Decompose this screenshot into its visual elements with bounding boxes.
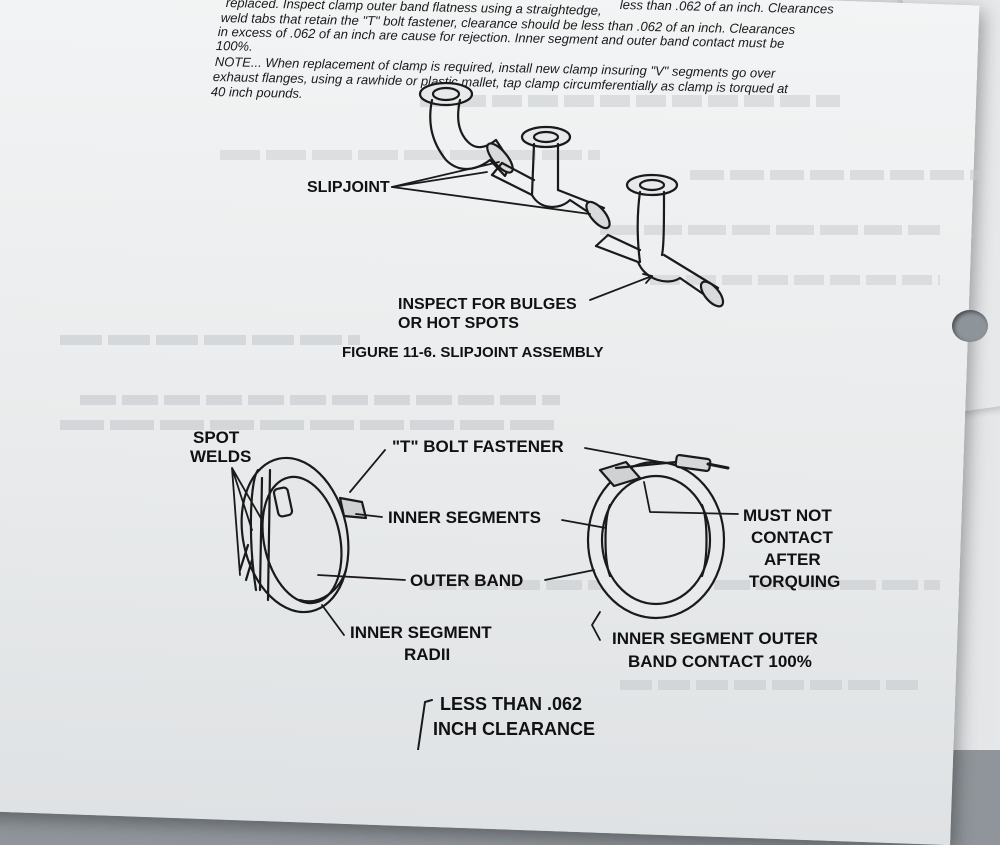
slipjoint-assembly-drawing bbox=[391, 81, 725, 308]
label-inner-segment-radii-1: INNER SEGMENT bbox=[350, 623, 492, 642]
label-must-not-2: CONTACT bbox=[751, 528, 833, 547]
label-slipjoint: SLIPJOINT bbox=[307, 179, 390, 196]
label-t-bolt-fastener: "T" BOLT FASTENER bbox=[392, 437, 564, 456]
clamp-front-view-drawing bbox=[417, 447, 739, 750]
label-must-not-3: AFTER bbox=[764, 550, 821, 569]
label-spot-welds-2: WELDS bbox=[190, 447, 252, 466]
label-inner-segment-radii-2: RADII bbox=[404, 645, 451, 664]
label-spot-welds-1: SPOT bbox=[193, 428, 240, 447]
label-inspect-bulges: INSPECT FOR BULGES bbox=[398, 296, 577, 313]
binder-hole bbox=[952, 310, 988, 342]
label-inner-segments: INNER SEGMENTS bbox=[388, 508, 542, 527]
label-clearance-1: LESS THAN .062 bbox=[440, 694, 583, 714]
label-inspect-hot-spots: OR HOT SPOTS bbox=[398, 315, 519, 332]
label-must-not-4: TORQUING bbox=[749, 572, 841, 591]
label-must-not-1: MUST NOT bbox=[743, 506, 832, 525]
label-clearance-2: INCH CLEARANCE bbox=[433, 719, 595, 739]
label-contact-1: INNER SEGMENT OUTER bbox=[612, 629, 818, 648]
figure-caption: FIGURE 11-6. SLIPJOINT ASSEMBLY bbox=[342, 344, 604, 361]
label-outer-band: OUTER BAND bbox=[410, 571, 524, 590]
line-art bbox=[231, 81, 739, 750]
label-contact-2: BAND CONTACT 100% bbox=[628, 652, 812, 671]
clamp-side-view-drawing bbox=[231, 449, 406, 636]
